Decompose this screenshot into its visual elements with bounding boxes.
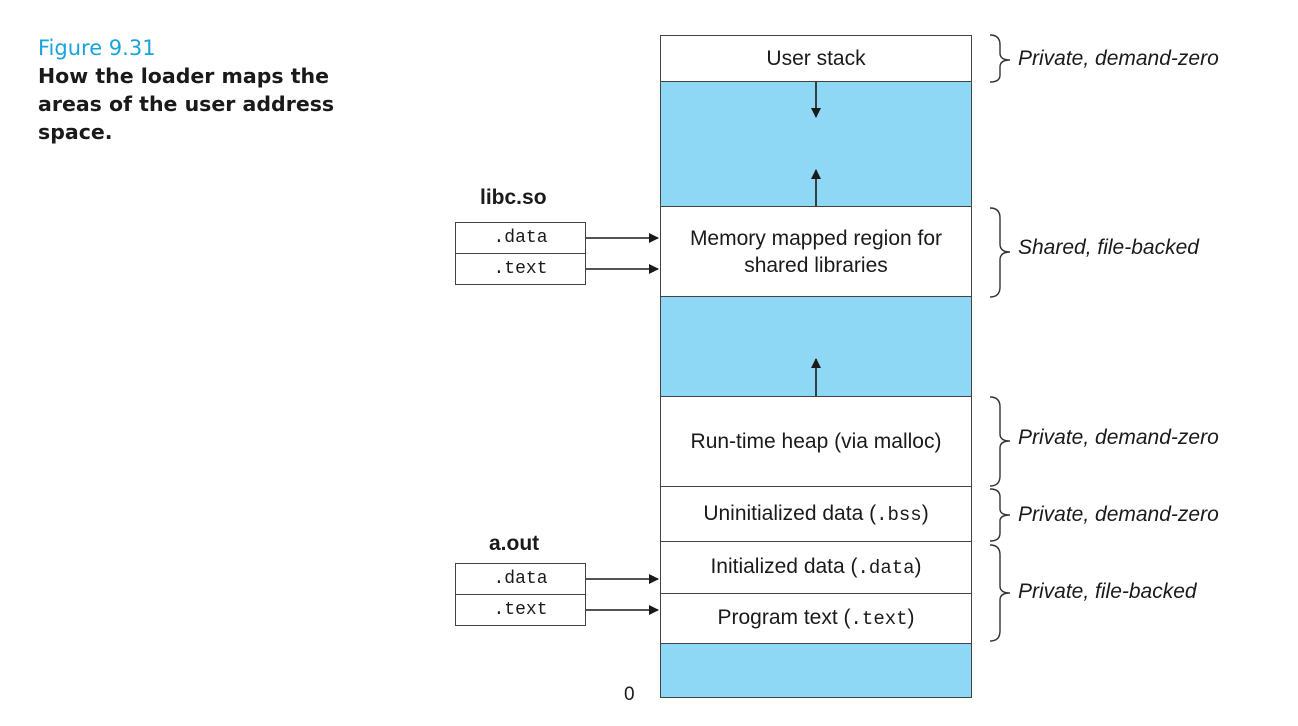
user-stack-annotation: Private, demand-zero [1018, 47, 1219, 70]
uninitialized-data-label: Uninitialized data (.bss) [703, 501, 929, 526]
figure-title: How the loader maps the areas of the use… [38, 64, 335, 144]
shared-libraries-region-block: Memory mapped region for shared librarie… [660, 206, 972, 297]
data-text-annotation: Private, file-backed [1018, 580, 1197, 603]
bss-brace [989, 488, 1011, 542]
run-time-heap-brace [989, 396, 1011, 487]
shared-libraries-annotation: Shared, file-backed [1018, 236, 1199, 259]
user-stack-brace [989, 34, 1011, 83]
address-zero-label: 0 [624, 684, 635, 705]
run-time-heap-block: Run-time heap (via malloc) [660, 396, 972, 487]
uninitialized-data-block: Uninitialized data (.bss) [660, 486, 972, 542]
shared-libraries-brace [989, 207, 1011, 298]
figure-number: Figure 9.31 [38, 36, 156, 60]
run-time-heap-label: Run-time heap (via malloc) [690, 430, 942, 453]
user-stack-label: User stack [766, 47, 866, 70]
data-text-brace [989, 544, 1011, 642]
run-time-heap-annotation: Private, demand-zero [1018, 426, 1219, 449]
bss-annotation: Private, demand-zero [1018, 503, 1219, 526]
user-stack-block: User stack [660, 35, 972, 82]
initialized-data-label: Initialized data (.data) [710, 555, 922, 579]
shared-libraries-region-label: Memory mapped region for shared librarie… [689, 226, 943, 277]
a-out-title: a.out [489, 532, 540, 555]
libc-so-text-section: .text [455, 253, 586, 285]
bottom-gap-block [660, 643, 972, 698]
figure-caption: Figure 9.31 How the loader maps the area… [38, 34, 398, 146]
a-out-text-section: .text [455, 594, 586, 626]
program-text-label: Program text (.text) [717, 606, 915, 630]
libc-so-title: libc.so [480, 186, 547, 209]
